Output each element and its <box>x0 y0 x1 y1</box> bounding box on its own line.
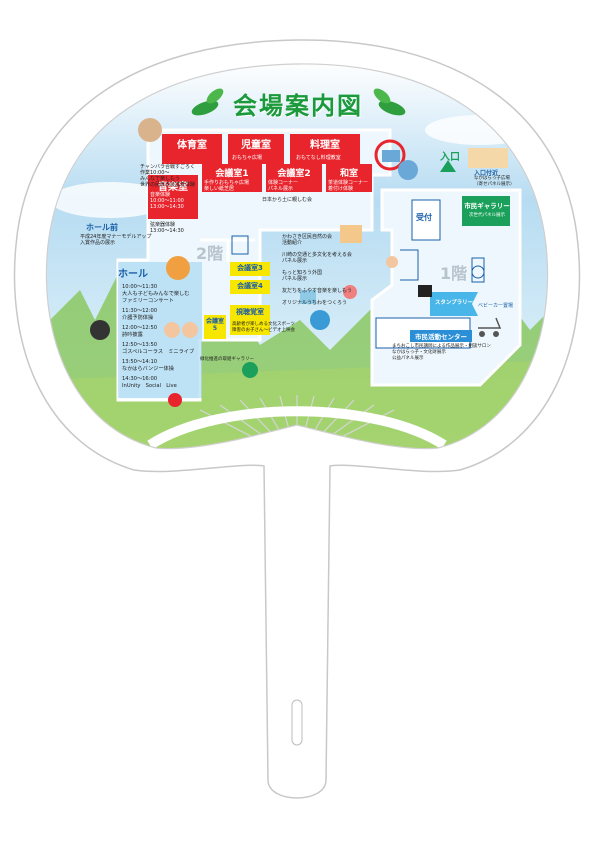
room-meeting4[interactable] <box>230 280 270 294</box>
stamp-rally-flag <box>430 292 478 316</box>
reception-label: 受付 <box>416 213 432 222</box>
bicycle-icon <box>310 310 330 330</box>
label-gym: 体育室 <box>177 140 207 151</box>
map-title: 会場案内図 <box>233 92 363 120</box>
label-av: 視聴覚室 <box>236 308 264 316</box>
child-icon <box>343 285 357 299</box>
room-cooking[interactable] <box>290 134 360 164</box>
woman-icon <box>386 256 398 268</box>
room-gallery[interactable] <box>462 196 510 226</box>
decorations <box>90 118 508 407</box>
room-gym[interactable] <box>162 134 222 164</box>
singers-icon <box>90 320 110 340</box>
family-photo-icon <box>340 225 362 243</box>
top-hat-icon <box>418 285 432 297</box>
room-meeting5[interactable] <box>204 315 226 339</box>
room-kids[interactable] <box>228 134 284 164</box>
cooking-notes: おもてなし料理教室 <box>296 155 341 161</box>
rainbow-icon <box>374 139 406 171</box>
gallery-label: 市民ギャラリー <box>464 202 510 210</box>
room-activity-center[interactable] <box>410 330 472 342</box>
room-japanese[interactable] <box>326 164 372 192</box>
meeting5-note: 緑化推進の取組ギャラリー <box>200 357 254 362</box>
activity-center-label: 市民活動センター <box>415 333 467 341</box>
entrance-notes: なかはらっ子広場（寄せパネル展示） <box>474 176 515 187</box>
floor1-plan <box>370 160 522 387</box>
label-japanese: 和室 <box>339 169 358 179</box>
floor1-label: 1階 <box>440 264 468 283</box>
scarecrow-icon <box>166 256 190 280</box>
center-note-1: 日本から土に親しむ会 <box>262 197 313 203</box>
kids-drawing-icon <box>468 148 508 168</box>
label-cooking: 料理室 <box>310 140 340 151</box>
label-kids: 児童室 <box>241 140 271 151</box>
label-music: 音楽室 <box>158 182 188 193</box>
label-meeting1: 会議室1 <box>215 169 249 179</box>
gallery-note: 次世代パネル展示 <box>469 213 505 218</box>
center-notes: かわさき区民自然の会活動紹介 川崎の交通と多文化を考える会パネル展示 もっと知ろ… <box>282 234 352 306</box>
label-hall: ホール <box>118 269 148 280</box>
people-icon <box>164 322 180 338</box>
japanese-notes: 茶道体験コーナー着付け体験 <box>328 180 369 192</box>
flower-badge-icon <box>168 393 182 407</box>
room-meeting1[interactable] <box>202 164 262 192</box>
label-meeting2: 会議室2 <box>277 169 311 179</box>
title-leaves <box>191 88 406 116</box>
entrance-front-label: 入口付近 <box>474 170 499 177</box>
label-hall-front: ホール前 <box>86 223 118 232</box>
baby-label: ベビーカー置場 <box>478 303 514 309</box>
label-meeting5: 会議室5 <box>205 318 224 332</box>
hall-front-notes: 平成24年度マナーモデルアップ入賞作品の展示 <box>80 234 152 246</box>
globe-icon <box>242 362 258 378</box>
stroller-icon <box>479 331 485 337</box>
room-av[interactable] <box>230 305 270 335</box>
gym-notes: チャンバラ合戦すごろく作業10:00～みんなで楽しもう世界の民族衣装試着体験 <box>140 164 196 188</box>
entrance-label: 入口 <box>440 152 460 163</box>
painting-icon <box>300 290 316 304</box>
entrance-arrow-icon <box>440 160 456 172</box>
building-icon <box>398 160 418 180</box>
floor2-label: 2階 <box>196 244 224 263</box>
room-meeting2[interactable] <box>266 164 322 192</box>
label-meeting4: 会議室4 <box>237 282 263 290</box>
kids-notes: おもちゃ広場 <box>232 155 263 161</box>
av-notes: 高齢者が楽しめる文化スポーツ障害のお子さん～ビデオ上映会 <box>232 322 295 333</box>
activity-notes: まちおこし市民講師による作品展示・相談サロンなかはらっ子・文化財展示公益パネル展… <box>392 344 491 361</box>
meeting2-notes: 体験コーナーパネル展示 <box>268 180 299 192</box>
room-meeting3[interactable] <box>230 262 270 276</box>
label-meeting3: 会議室3 <box>237 264 263 272</box>
hall-schedule: 10:00～11:30 大人も子どもみんなで楽しむ ファミリーコンサート 11:… <box>122 284 195 389</box>
stamp-rally-label: スタンプラリー <box>434 300 474 306</box>
meeting1-notes: 手作りおもちゃ広場楽しい紙芝居 <box>204 180 250 192</box>
ninja-figure-icon <box>138 118 162 142</box>
room-music[interactable] <box>148 175 198 219</box>
